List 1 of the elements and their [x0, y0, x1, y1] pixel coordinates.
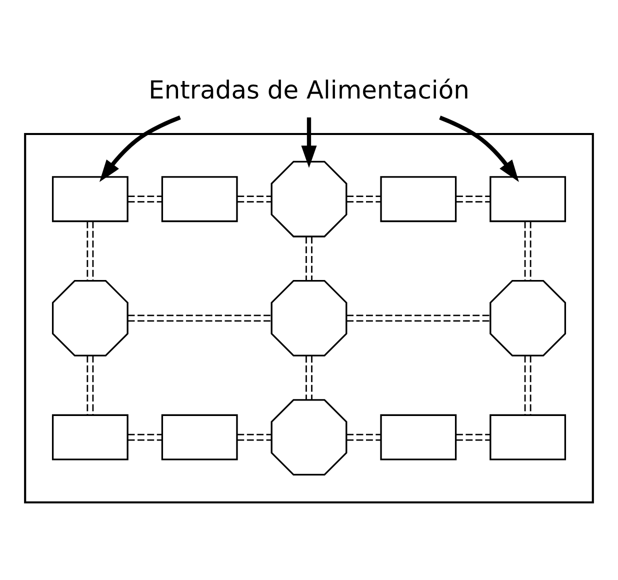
node-text: Entradas de Alimentación	[148, 75, 470, 104]
